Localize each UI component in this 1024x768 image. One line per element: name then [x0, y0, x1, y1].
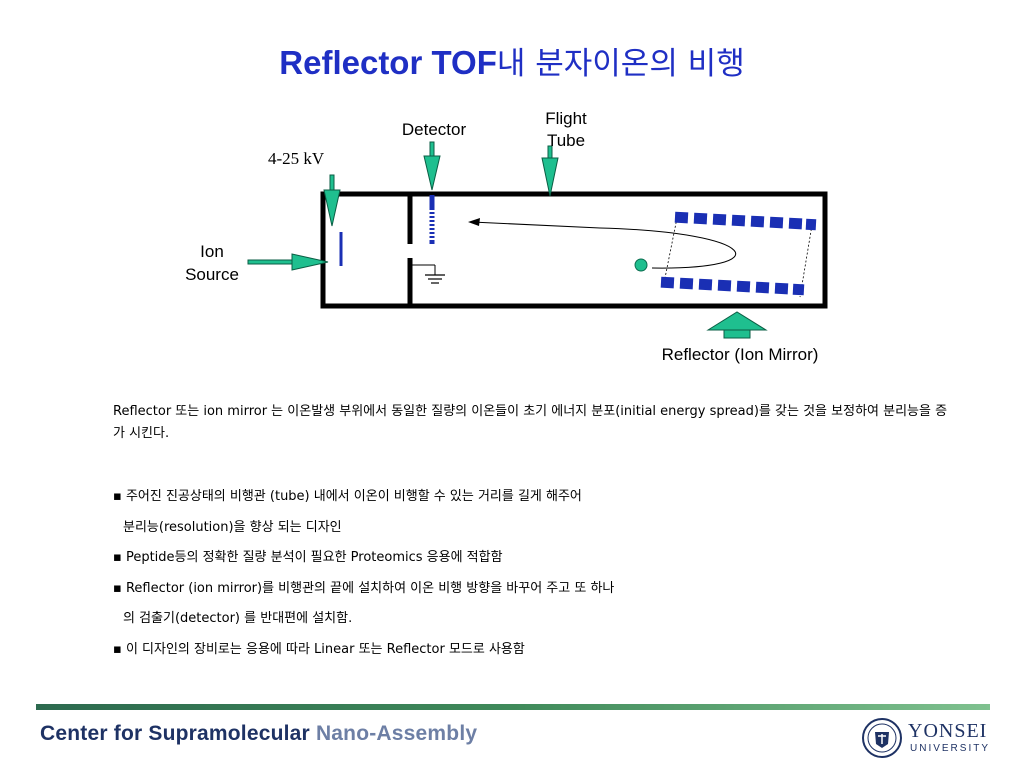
ion-source-label-line2: Source [185, 265, 239, 284]
detector-label: Detector [401, 120, 467, 139]
footer-center-name: Center for Supramolecular Nano-Assembly [40, 722, 477, 746]
tof-diagram [247, 141, 828, 339]
yonsei-seal-icon [862, 718, 902, 758]
bullet-list: ▪ 주어진 진공상태의 비행관 (tube) 내에서 이온이 비행할 수 있는 … [113, 487, 913, 670]
ground-icon [425, 274, 445, 284]
voltage-label: 4-25 kV [268, 149, 325, 168]
flight-tube-label-line2: Tube [546, 131, 586, 150]
footer-divider [36, 704, 990, 710]
ion-dot [634, 258, 648, 272]
ion-source-arrow [247, 253, 329, 271]
detector-arrow [423, 141, 441, 191]
bullet-4-line1: ▪ 이 디자인의 장비로는 응용에 따라 Linear 또는 Reflector… [113, 641, 525, 657]
ion-source-label-line1: Ion [200, 242, 224, 261]
bullet-2-line1: ▪ Peptide등의 정확한 질량 분석이 필요한 Proteomics 응용… [113, 550, 503, 565]
title-en: Reflector TOF [279, 44, 497, 81]
slide-title: Reflector TOF내 분자이온의 비행 [0, 38, 1024, 83]
reflector-arrow [706, 311, 768, 339]
reflector-electrodes-bottom [660, 276, 805, 296]
footer-center-b: Nano-Assembly [315, 722, 478, 745]
reflector-label: Reflector (Ion Mirror) [661, 345, 819, 364]
ion-flight-path [471, 221, 737, 269]
intro-paragraph: Reflector 또는 ion mirror 는 이온발생 부위에서 동일한 … [113, 404, 948, 441]
yonsei-wordmark: YONSEI [908, 720, 988, 742]
flight-tube-arrow [541, 145, 559, 197]
yonsei-wordmark-sub: UNIVERSITY [910, 743, 991, 754]
bullet-1-line2: 분리능(resolution)을 향상 되는 디자인 [123, 519, 342, 535]
footer-center-a: Center for Supramolecular [40, 722, 316, 745]
voltage-arrow [323, 174, 341, 227]
flight-path-arrowhead [468, 218, 480, 226]
bullet-3-line1: ▪ Reflector (ion mirror)를 비행관의 끝에 설치하여 이… [113, 580, 615, 596]
flight-tube-label-line1: Flight [545, 109, 587, 128]
title-ko: 내 분자이온의 비행 [496, 46, 745, 82]
flight-tube-label: Flight Tube [530, 108, 602, 152]
reflector-electrodes-top [674, 211, 817, 231]
flight-tube-body [320, 191, 828, 309]
bullet-1-line1: ▪ 주어진 진공상태의 비행관 (tube) 내에서 이온이 비행할 수 있는 … [113, 489, 582, 504]
bullet-3-line2: 의 검출기(detector) 를 반대편에 설치함. [123, 611, 353, 626]
ion-source-label: Ion Source [172, 240, 252, 286]
